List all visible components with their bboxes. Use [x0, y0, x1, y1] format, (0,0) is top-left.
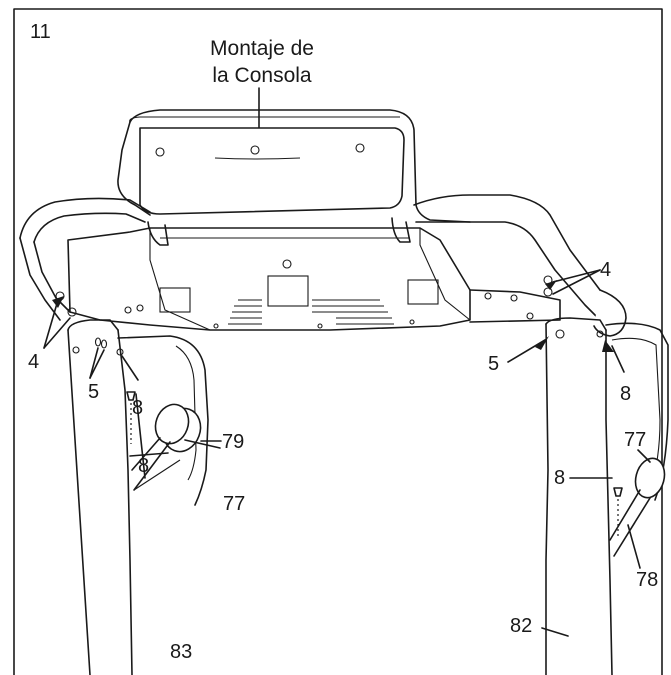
callout-8-right-mid: 8	[554, 467, 565, 489]
callout-8-left-top: 8	[132, 397, 143, 419]
left-handrail	[117, 335, 209, 506]
callout-79: 79	[222, 431, 244, 453]
title-line-1: Montaje de	[210, 37, 314, 60]
callout-4-left: 4	[28, 351, 39, 373]
callout-4-right: 4	[600, 259, 611, 281]
right-screw	[613, 487, 623, 497]
callout-77-right: 77	[624, 429, 646, 451]
arrowheads	[52, 280, 614, 352]
left-upright	[67, 319, 133, 675]
left-screw	[126, 391, 136, 401]
vent-slots	[228, 299, 394, 325]
right-upright	[545, 317, 613, 675]
callout-8-left-mid: 8	[138, 455, 149, 477]
right-handrail-end-cap	[634, 457, 666, 499]
callout-8-right-top: 8	[620, 383, 631, 405]
callout-82: 82	[510, 615, 532, 637]
title-line-2: la Consola	[212, 64, 312, 87]
right-handrail	[605, 322, 669, 557]
callout-5-right: 5	[488, 353, 499, 375]
callout-5-left: 5	[88, 381, 99, 403]
callout-77-left: 77	[223, 493, 245, 515]
step-number: 11	[30, 21, 51, 43]
callout-83: 83	[170, 641, 192, 663]
callout-leaders	[43, 269, 651, 637]
callout-78: 78	[636, 569, 658, 591]
frame-border	[13, 8, 663, 675]
console-assembly	[19, 109, 627, 337]
